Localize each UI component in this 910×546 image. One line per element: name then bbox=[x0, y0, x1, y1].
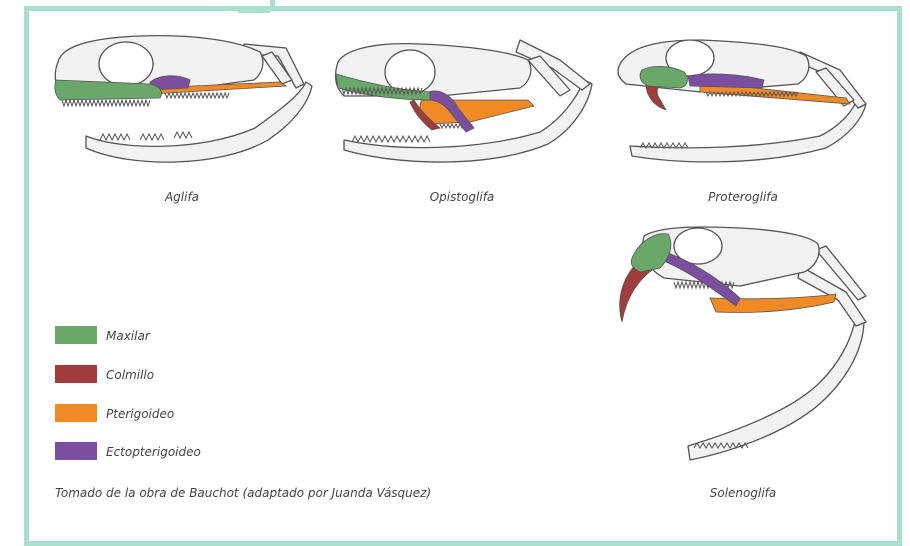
legend-label-ectopterigoideo: Ectopterigoideo bbox=[106, 445, 201, 459]
legend-label-maxilar: Maxilar bbox=[106, 329, 151, 343]
legend-swatch-pterigoideo bbox=[55, 404, 97, 422]
skull-opistoglifa bbox=[336, 40, 592, 162]
label-proteroglifa: Proteroglifa bbox=[708, 190, 778, 204]
legend-swatch-colmillo bbox=[55, 365, 97, 383]
skull-aglifa bbox=[55, 36, 312, 163]
skull-solenoglifa bbox=[620, 227, 866, 460]
label-solenoglifa: Solenoglifa bbox=[710, 486, 777, 500]
skull-proteroglifa bbox=[618, 40, 866, 162]
label-opistoglifa: Opistoglifa bbox=[430, 190, 495, 204]
snake-skull-diagram: Aglifa Opistoglifa bbox=[0, 0, 910, 522]
solenoglifa-colmillo bbox=[620, 262, 652, 322]
legend-swatch-maxilar bbox=[55, 326, 97, 344]
legend-label-pterigoideo: Pterigoideo bbox=[106, 407, 174, 421]
legend-label-colmillo: Colmillo bbox=[106, 368, 154, 382]
credit-text: Tomado de la obra de Bauchot (adaptado p… bbox=[55, 486, 431, 500]
legend: Maxilar Colmillo Pterigoideo Ectopterigo… bbox=[55, 326, 201, 460]
opistoglifa-pterigoideo bbox=[420, 100, 534, 124]
label-aglifa: Aglifa bbox=[164, 190, 199, 204]
legend-swatch-ectopterigoideo bbox=[55, 442, 97, 460]
